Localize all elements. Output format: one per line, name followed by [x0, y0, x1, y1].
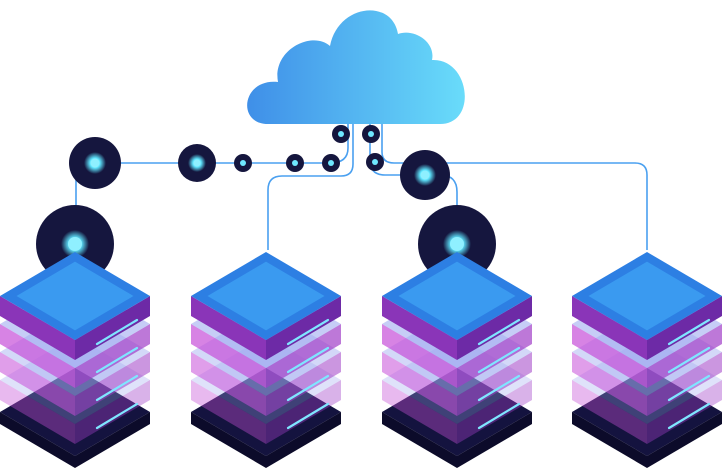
- server-layer-side-left: [382, 380, 457, 444]
- server-base-side: [191, 412, 266, 468]
- server-layer-side-left: [572, 380, 647, 444]
- server-stack-icon: [382, 252, 532, 468]
- server-layer-side-right: [266, 296, 341, 360]
- connector-line-server-4: [381, 124, 648, 250]
- network-node-icon: [69, 137, 121, 189]
- network-node-icon: [400, 150, 450, 200]
- server-layer-side-right: [266, 380, 341, 444]
- network-node-icon: [362, 125, 380, 143]
- server-indicator-light: [667, 346, 711, 374]
- server-layer-side-right: [266, 352, 341, 416]
- server-top-panel: [588, 261, 706, 331]
- server-indicator-light: [286, 318, 330, 346]
- server-indicator-light: [477, 346, 521, 374]
- server-indicator-light: [477, 402, 521, 430]
- server-layer-side-right: [457, 380, 532, 444]
- server-layer-side-left: [0, 352, 75, 416]
- server-layer-side-left: [191, 324, 266, 388]
- server-layer-side-right: [457, 352, 532, 416]
- server-layer-side-right: [457, 324, 532, 388]
- server-layer-side-right: [75, 296, 150, 360]
- cloud-icon: [247, 10, 465, 124]
- server-layer-side-left: [0, 296, 75, 360]
- server-base-side: [266, 412, 341, 468]
- server-layer-side-left: [572, 324, 647, 388]
- server-layer-side-left: [0, 380, 75, 444]
- network-node-icon: [322, 154, 340, 172]
- server-base-side: [457, 412, 532, 468]
- server-top-panel: [398, 261, 516, 331]
- server-base-side: [647, 412, 722, 468]
- server-layer-side-left: [191, 380, 266, 444]
- server-indicator-light: [286, 346, 330, 374]
- server-base-side: [75, 412, 150, 468]
- server-indicator-light: [286, 374, 330, 402]
- server-indicator-light: [95, 318, 139, 346]
- server-indicator-light: [477, 374, 521, 402]
- network-node-icon: [234, 154, 252, 172]
- server-indicator-light: [667, 402, 711, 430]
- server-base-side: [572, 412, 647, 468]
- server-layer-side-left: [191, 352, 266, 416]
- server-layer-side-left: [382, 296, 457, 360]
- server-layer-side-left: [572, 296, 647, 360]
- server-layer-side-right: [457, 296, 532, 360]
- server-indicator-light: [667, 318, 711, 346]
- network-nodes: [69, 125, 450, 200]
- server-indicator-light: [667, 374, 711, 402]
- server-layer-side-right: [75, 324, 150, 388]
- server-indicator-light: [95, 402, 139, 430]
- network-node-icon: [286, 154, 304, 172]
- server-layer-side-left: [382, 324, 457, 388]
- connector-line-left: [95, 124, 349, 164]
- server-top-panel: [16, 261, 134, 331]
- server-layer-side-right: [266, 324, 341, 388]
- network-node-icon: [178, 144, 216, 182]
- server-base-side: [0, 412, 75, 468]
- server-layer-side-left: [572, 352, 647, 416]
- server-stack-icon: [572, 252, 722, 468]
- server-indicator-light: [286, 402, 330, 430]
- server-indicator-light: [95, 374, 139, 402]
- server-layer-side-left: [191, 296, 266, 360]
- server-top-panel: [207, 261, 325, 331]
- server-stack-icon: [0, 252, 150, 468]
- server-stack-icon: [191, 252, 341, 468]
- server-layer-side-right: [75, 380, 150, 444]
- server-indicator-light: [95, 346, 139, 374]
- connector-lines: [75, 124, 648, 250]
- network-node-icon: [332, 125, 350, 143]
- server-layer-side-right: [647, 380, 722, 444]
- network-node-icon: [366, 153, 384, 171]
- server-layer-side-left: [382, 352, 457, 416]
- server-layer-side-right: [647, 296, 722, 360]
- server-layer-side-right: [75, 352, 150, 416]
- server-indicator-light: [477, 318, 521, 346]
- connector-line-server-2: [267, 124, 354, 250]
- server-base-side: [382, 412, 457, 468]
- server-layer-side-right: [647, 324, 722, 388]
- server-layer-side-right: [647, 352, 722, 416]
- server-group: [0, 252, 722, 468]
- server-layer-side-left: [0, 324, 75, 388]
